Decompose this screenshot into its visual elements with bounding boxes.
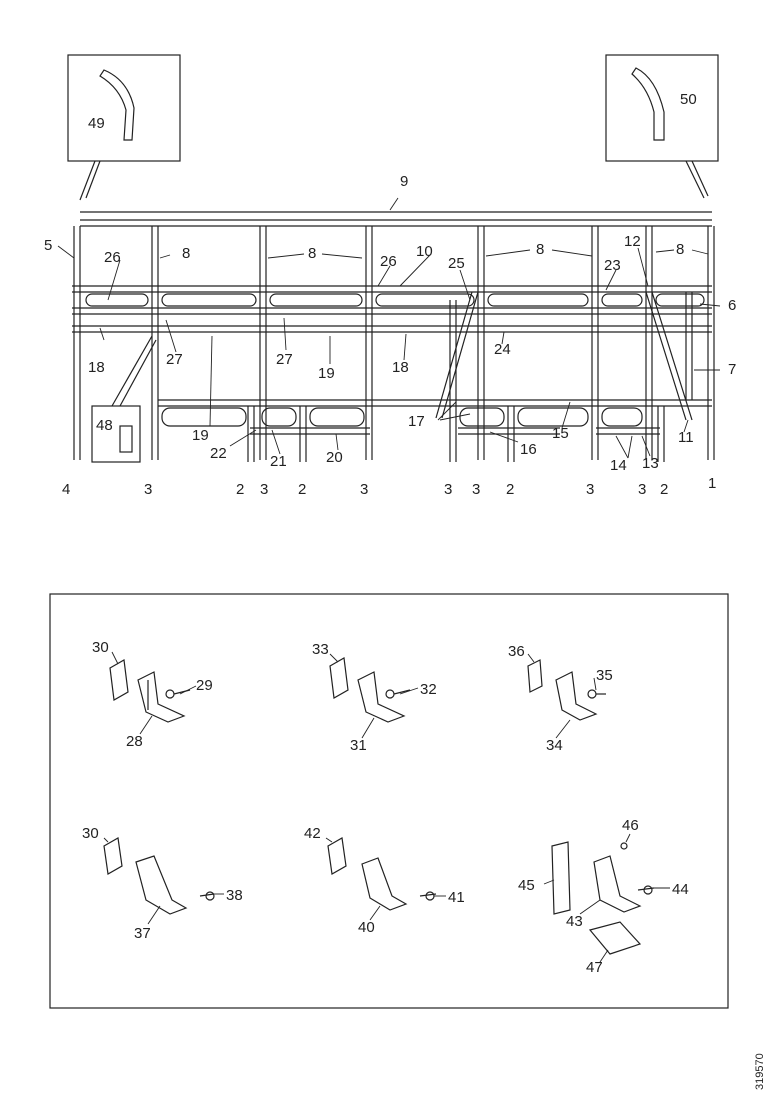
callout-31: 31 (350, 737, 367, 754)
detail-box-right (605, 54, 719, 162)
callout-10: 10 (416, 243, 433, 260)
callout-26-a: 26 (104, 249, 121, 266)
bracket-assembly-28 (109, 659, 191, 723)
callout-33: 33 (312, 641, 329, 658)
callout-48: 48 (96, 417, 113, 434)
callout-28: 28 (126, 733, 143, 750)
curved-bracket-50 (631, 67, 665, 141)
callout-49: 49 (88, 115, 105, 132)
callout-labels: 49 50 9 5 8 8 8 8 10 12 26 26 25 23 6 18… (44, 91, 736, 976)
callout-24: 24 (494, 341, 511, 358)
callout-46: 46 (622, 817, 639, 834)
callout-leaders-upper (57, 197, 721, 459)
callout-2-b: 2 (298, 481, 306, 498)
callout-15: 15 (552, 425, 569, 442)
callout-3-a: 3 (144, 481, 152, 498)
callout-21: 21 (270, 453, 287, 470)
callout-8-b: 8 (308, 245, 316, 262)
callout-9: 9 (400, 173, 408, 190)
callout-12: 12 (624, 233, 641, 250)
callout-37: 37 (134, 925, 151, 942)
parts-kit-box (49, 593, 729, 1009)
callout-1: 1 (708, 475, 716, 492)
callout-47: 47 (586, 959, 603, 976)
diagonal-brace (645, 291, 687, 421)
callout-18-a: 18 (88, 359, 105, 376)
callout-8-d: 8 (676, 241, 684, 258)
bracket-assembly-40 (327, 837, 437, 911)
callout-34: 34 (546, 737, 563, 754)
callout-3-d: 3 (444, 481, 452, 498)
callout-8-a: 8 (182, 245, 190, 262)
callout-3-e: 3 (472, 481, 480, 498)
callout-17: 17 (408, 413, 425, 430)
frame-vertical-posts (73, 226, 715, 462)
callout-41: 41 (448, 889, 465, 906)
callout-42: 42 (304, 825, 321, 842)
callout-36: 36 (508, 643, 525, 660)
callout-19-a: 19 (318, 365, 335, 382)
callout-6: 6 (728, 297, 736, 314)
callout-4: 4 (62, 481, 70, 498)
detail-box-left (67, 54, 181, 162)
document-id: 319570 (754, 1053, 766, 1090)
callout-8-c: 8 (536, 241, 544, 258)
callout-44: 44 (672, 881, 689, 898)
callout-27-a: 27 (166, 351, 183, 368)
callout-2-a: 2 (236, 481, 244, 498)
curved-bracket-49 (99, 69, 135, 141)
callout-23: 23 (604, 257, 621, 274)
bracket-assembly-37 (103, 837, 215, 915)
callout-11: 11 (678, 429, 694, 446)
callout-29: 29 (196, 677, 213, 694)
callout-25: 25 (448, 255, 465, 272)
callout-45: 45 (518, 877, 535, 894)
callout-38: 38 (226, 887, 243, 904)
frame-lower-rails (158, 399, 712, 435)
callout-22: 22 (210, 445, 227, 462)
callout-2-d: 2 (660, 481, 668, 498)
callout-16: 16 (520, 441, 537, 458)
callout-50: 50 (680, 91, 697, 108)
frame-panel-cutouts (85, 293, 705, 427)
callout-43: 43 (566, 913, 583, 930)
bracket-assembly-34 (527, 659, 606, 721)
frame-upper-rails (72, 285, 712, 333)
callout-7: 7 (728, 361, 736, 378)
frame-top-rail (80, 211, 712, 227)
callout-18-b: 18 (392, 359, 409, 376)
bracket-assembly-43 (551, 841, 655, 955)
callout-30-a: 30 (92, 639, 109, 656)
callout-40: 40 (358, 919, 375, 936)
callout-2-c: 2 (506, 481, 514, 498)
diagonal-brace-left (435, 291, 473, 419)
callout-leaders-lower (103, 651, 670, 963)
callout-20: 20 (326, 449, 343, 466)
bracket-assembly-31 (329, 657, 411, 723)
callout-26-b: 26 (380, 253, 397, 270)
callout-30-b: 30 (82, 825, 99, 842)
callout-3-c: 3 (360, 481, 368, 498)
callout-3-b: 3 (260, 481, 268, 498)
callout-5: 5 (44, 237, 52, 254)
callout-3-g: 3 (638, 481, 646, 498)
callout-19-b: 19 (192, 427, 209, 444)
detail-box-48 (91, 405, 141, 463)
callout-35: 35 (596, 667, 613, 684)
callout-14: 14 (610, 457, 627, 474)
callout-32: 32 (420, 681, 437, 698)
callout-13: 13 (642, 455, 659, 472)
callout-3-f: 3 (586, 481, 594, 498)
callout-27-b: 27 (276, 351, 293, 368)
